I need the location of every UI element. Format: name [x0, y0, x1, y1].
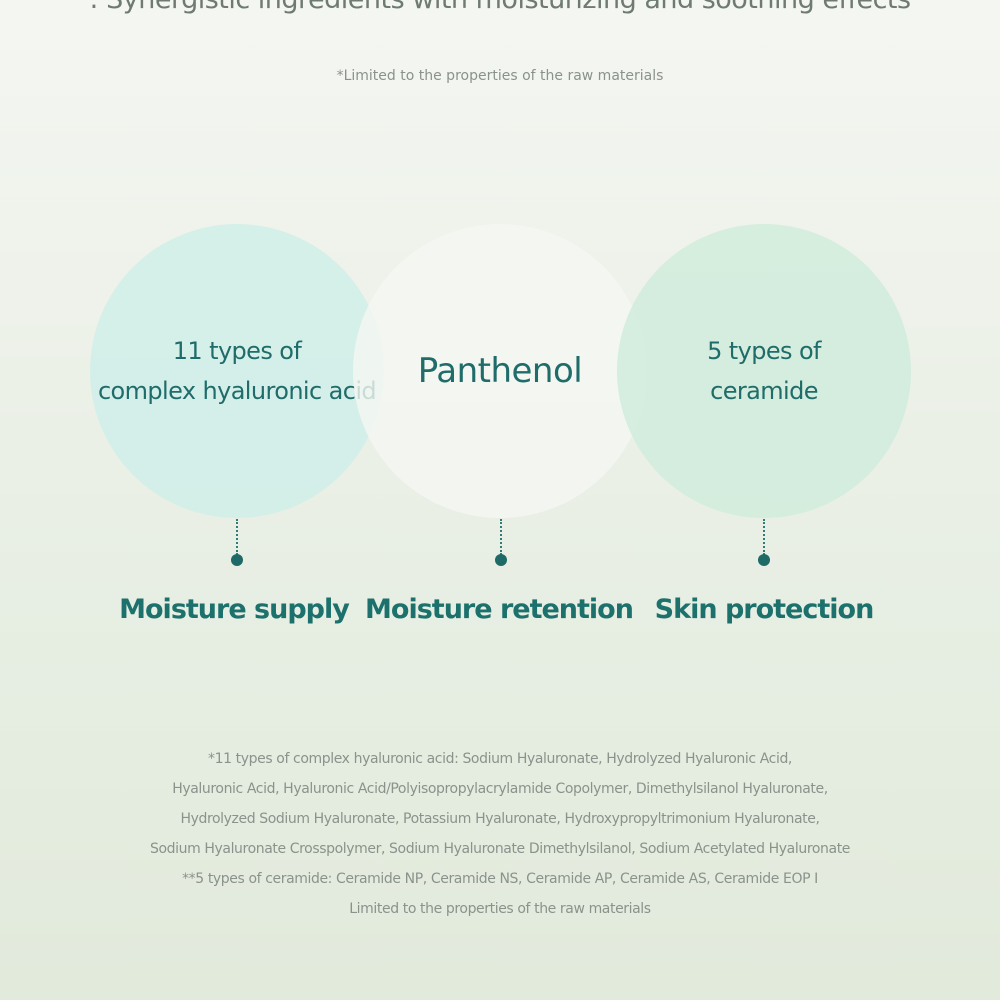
connector-line-hyaluronic-acid — [236, 519, 238, 555]
ingredient-circle-ceramide: 5 types of ceramide — [617, 224, 911, 518]
connector-dot-hyaluronic-acid — [231, 554, 243, 566]
effect-moisture-retention: Moisture retention — [365, 594, 634, 625]
headline: : Synergistic ingredients with moisturiz… — [0, 0, 1000, 15]
ingredient-circle-panthenol: Panthenol — [353, 224, 647, 518]
footnote-line: Limited to the properties of the raw mat… — [349, 901, 651, 917]
footnote-line: **5 types of ceramide: Ceramide NP, Cera… — [182, 871, 818, 887]
connector-line-panthenol — [500, 519, 502, 555]
effect-moisture-supply: Moisture supply — [119, 594, 350, 625]
connector-line-ceramide — [763, 519, 765, 555]
footnote-line: *11 types of complex hyaluronic acid: So… — [208, 751, 792, 767]
connector-dot-ceramide — [758, 554, 770, 566]
ingredient-label-ceramide: 5 types of ceramide — [707, 337, 821, 405]
ingredient-label-panthenol: Panthenol — [417, 351, 583, 391]
ingredient-circle-hyaluronic-acid: 11 types of complex hyaluronic acid — [90, 224, 384, 518]
effect-skin-protection: Skin protection — [654, 594, 875, 625]
footnote-line: Sodium Hyaluronate Crosspolymer, Sodium … — [149, 841, 850, 857]
ingredient-footnotes: *11 types of complex hyaluronic acid: So… — [0, 744, 1000, 924]
footnote-line: Hyaluronic Acid, Hyaluronic Acid/Polyiso… — [172, 781, 828, 797]
footnote-line: Hydrolyzed Sodium Hyaluronate, Potassium… — [180, 811, 820, 827]
ingredient-label-hyaluronic-acid: 11 types of complex hyaluronic acid — [97, 337, 377, 405]
connector-dot-panthenol — [495, 554, 507, 566]
raw-material-note: *Limited to the properties of the raw ma… — [336, 68, 664, 84]
